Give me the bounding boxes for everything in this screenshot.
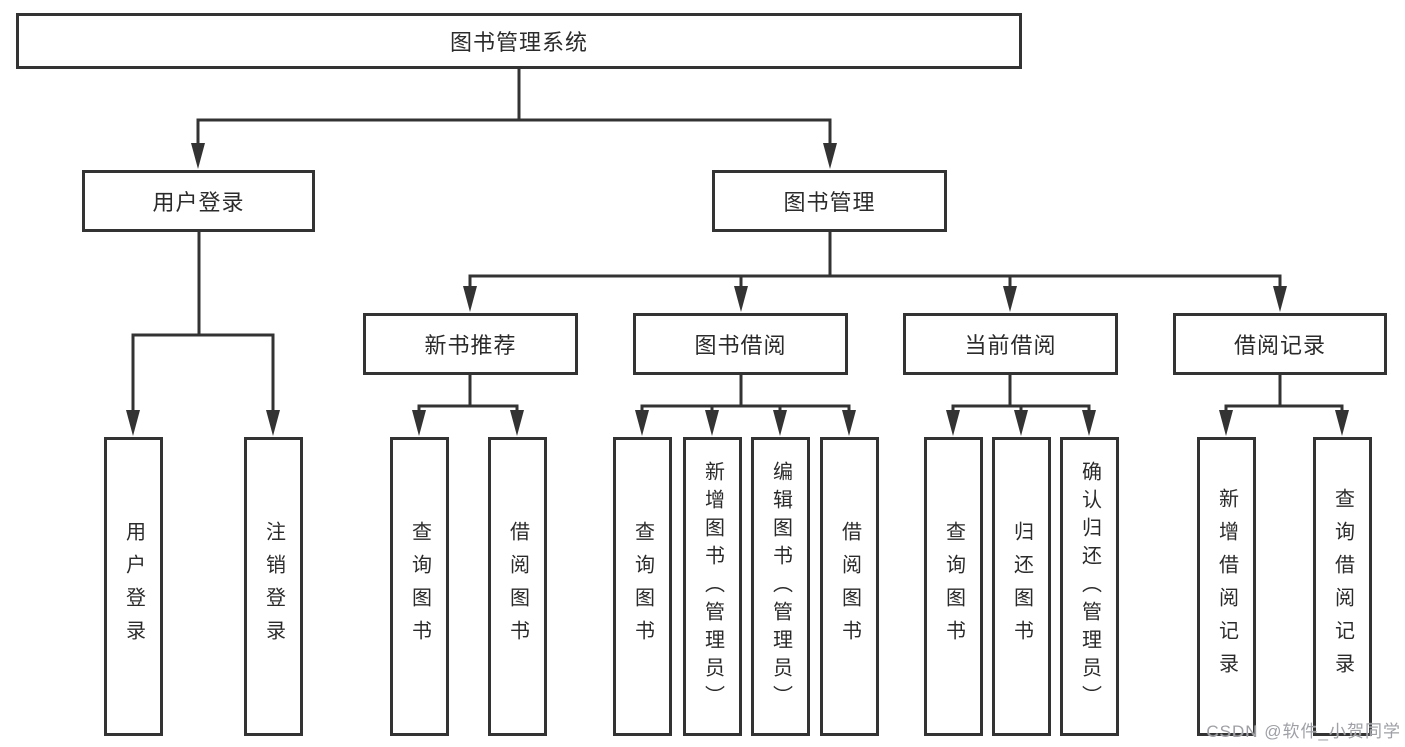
node-book-management: 图书管理 <box>712 170 947 232</box>
node-root-system: 图书管理系统 <box>16 13 1022 69</box>
node-leaf-logout: 注销登录 <box>244 437 303 736</box>
node-leaf-bb-add-books-admin: 新增图书（管理员） <box>683 437 742 736</box>
node-leaf-cb-return-books: 归还图书 <box>992 437 1051 736</box>
node-root-label: 图书管理系统 <box>449 30 588 55</box>
node-current-borrow-label: 当前借阅 <box>964 333 1057 358</box>
node-new-book-recommend: 新书推荐 <box>363 313 578 375</box>
node-leaf-bb-query-books-label: 查询图书 <box>631 520 654 653</box>
node-leaf-user-login-label: 用户登录 <box>122 520 145 653</box>
node-leaf-bb-edit-books-admin-label: 编辑图书（管理员） <box>769 460 792 713</box>
node-leaf-cb-query-books-label: 查询图书 <box>942 520 965 653</box>
node-leaf-rec-borrow-books: 借阅图书 <box>488 437 547 736</box>
node-leaf-logout-label: 注销登录 <box>262 520 285 653</box>
node-new-book-recommend-label: 新书推荐 <box>424 333 517 358</box>
node-user-login: 用户登录 <box>82 170 315 232</box>
node-book-borrow: 图书借阅 <box>633 313 848 375</box>
node-leaf-br-query-record-label: 查询借阅记录 <box>1331 487 1354 686</box>
node-leaf-cb-return-books-label: 归还图书 <box>1010 520 1033 653</box>
node-leaf-bb-borrow-books-label: 借阅图书 <box>838 520 861 653</box>
node-borrow-records-label: 借阅记录 <box>1233 333 1326 358</box>
node-leaf-cb-confirm-return-admin: 确认归还（管理员） <box>1060 437 1119 736</box>
node-book-management-label: 图书管理 <box>783 190 876 215</box>
node-leaf-cb-confirm-return-admin-label: 确认归还（管理员） <box>1078 460 1101 713</box>
node-borrow-records: 借阅记录 <box>1173 313 1387 375</box>
node-current-borrow: 当前借阅 <box>903 313 1118 375</box>
node-leaf-br-add-record: 新增借阅记录 <box>1197 437 1256 736</box>
node-leaf-bb-edit-books-admin: 编辑图书（管理员） <box>751 437 810 736</box>
node-book-borrow-label: 图书借阅 <box>694 333 787 358</box>
node-leaf-bb-add-books-admin-label: 新增图书（管理员） <box>701 460 724 713</box>
csdn-watermark: CSDN @软件_小贺同学 <box>1206 722 1401 741</box>
node-user-login-label: 用户登录 <box>152 190 245 215</box>
node-leaf-bb-borrow-books: 借阅图书 <box>820 437 879 736</box>
node-leaf-br-query-record: 查询借阅记录 <box>1313 437 1372 736</box>
node-leaf-user-login: 用户登录 <box>104 437 163 736</box>
node-leaf-bb-query-books: 查询图书 <box>613 437 672 736</box>
node-leaf-rec-borrow-books-label: 借阅图书 <box>506 520 529 653</box>
node-leaf-cb-query-books: 查询图书 <box>924 437 983 736</box>
node-leaf-rec-query-books: 查询图书 <box>390 437 449 736</box>
node-leaf-br-add-record-label: 新增借阅记录 <box>1215 487 1238 686</box>
node-leaf-rec-query-books-label: 查询图书 <box>408 520 431 653</box>
